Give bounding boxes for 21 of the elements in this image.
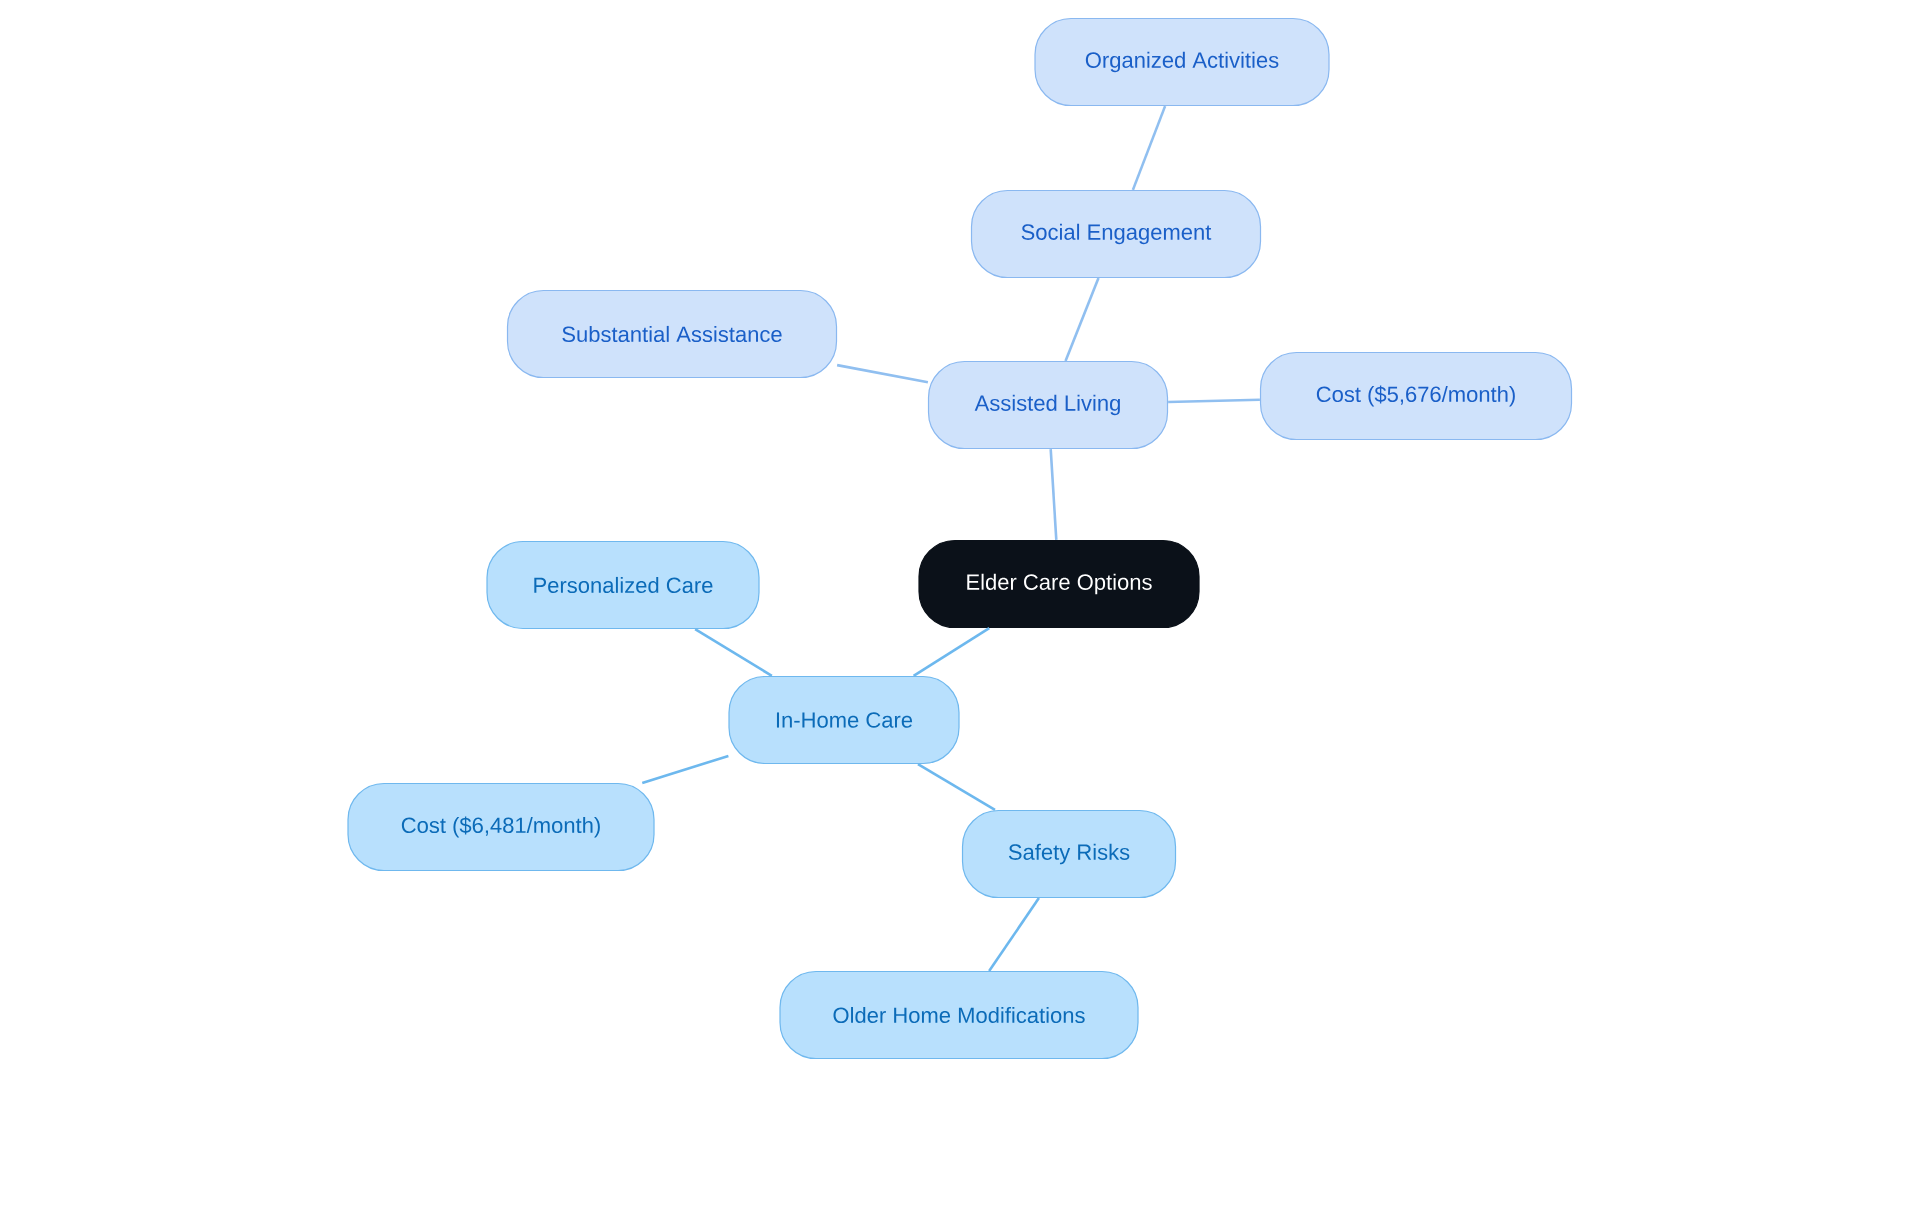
connector-line (1168, 398, 1260, 404)
topic-box: Assisted Living (927, 360, 1169, 450)
topic-box: In-Home Care (728, 675, 960, 765)
topic-box: Personalized Care (486, 540, 760, 630)
topic-box: Safety Risks (961, 809, 1177, 899)
connector-line (1131, 105, 1167, 191)
topic-box: Social Engagement (970, 189, 1262, 279)
connector-line (988, 897, 1040, 972)
topic-box: Cost ($6,481/month) (347, 782, 655, 872)
topic-box: Elder Care Options (918, 539, 1200, 629)
connector-line (1064, 277, 1100, 362)
topic-box: Older Home Modifications (779, 970, 1139, 1060)
connector-line (836, 363, 929, 384)
connector-line (641, 754, 729, 785)
connector-line (1049, 449, 1058, 540)
connector-line (912, 627, 990, 677)
connector-line (694, 628, 773, 677)
topic-box: Cost ($5,676/month) (1259, 351, 1573, 441)
topic-box: Substantial Assistance (506, 289, 838, 379)
connector-line (917, 763, 996, 811)
topic-box: Organized Activities (1034, 17, 1330, 107)
